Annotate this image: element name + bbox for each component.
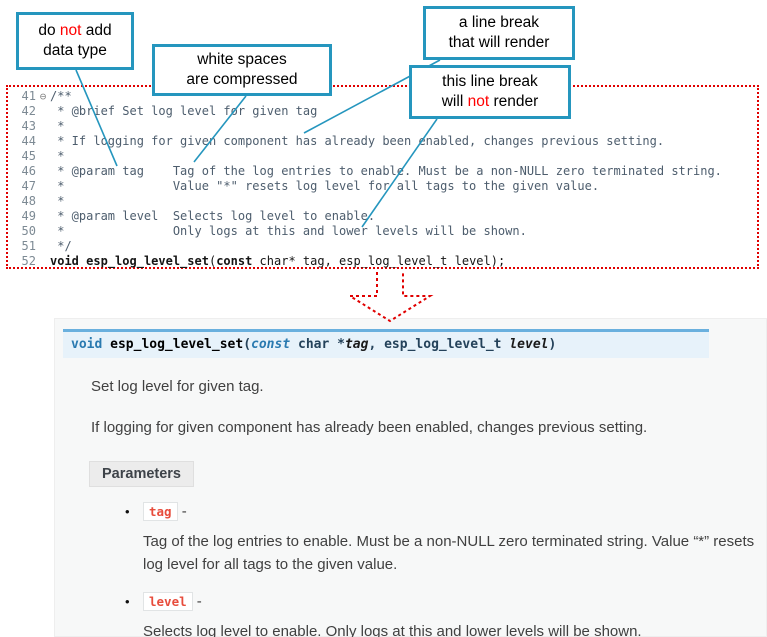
parameter-list: • tag - Tag of the log entries to enable… xyxy=(125,502,766,637)
sig-param-name: tag xyxy=(344,337,369,352)
line-number: 44 xyxy=(21,134,36,148)
code-text: * xyxy=(50,149,65,163)
parameters-label: Parameters xyxy=(89,461,194,487)
line-number: 47 xyxy=(21,179,36,193)
param-name-chip: tag xyxy=(143,502,178,521)
code-line: 51 */ xyxy=(10,239,757,254)
param-description: Selects log level to enable. Only logs a… xyxy=(143,622,642,637)
line-number: 50 xyxy=(21,224,36,238)
code-line: 43 * xyxy=(10,119,757,134)
keyword-void: void xyxy=(50,254,79,268)
code-text: * @brief Set log level for given tag xyxy=(50,104,318,118)
callout-no-datatype: do not add data type xyxy=(16,12,134,70)
param-name-chip: level xyxy=(143,591,193,611)
code-text: * @param tag Tag of the log entries to e… xyxy=(50,164,722,178)
rendered-doc-panel: void esp_log_level_set(const char *tag, … xyxy=(54,318,767,637)
sig-function-name: esp_log_level_set xyxy=(110,337,244,352)
code-line-function-declaration: 52 void esp_log_level_set(const char* tag… xyxy=(10,254,757,269)
code-text: * Only logs at this and lower levels wil… xyxy=(50,224,527,238)
line-number: 45 xyxy=(21,149,36,163)
callout-line: white spaces xyxy=(197,50,287,68)
callout-linebreak-renders: a line break that will render xyxy=(423,6,575,60)
line-number: 49 xyxy=(21,209,36,223)
code-text: * Value "*" resets log level for all tag… xyxy=(50,179,600,193)
callout-line: are compressed xyxy=(186,71,298,88)
callout-whitespace-compressed: white spaces are compressed xyxy=(152,44,332,96)
sig-const-keyword: const xyxy=(251,337,291,352)
code-line: 50 * Only logs at this and lower levels … xyxy=(10,224,757,239)
callout-line: do not add xyxy=(38,21,112,39)
line-number: 51 xyxy=(21,239,36,253)
fold-marker-icon[interactable]: ⊖ xyxy=(39,90,47,103)
sig-param-type: char * xyxy=(298,337,345,352)
code-text: * xyxy=(50,119,65,133)
sig-return-type: void xyxy=(71,337,103,352)
line-number: 43 xyxy=(21,119,36,133)
bullet-icon: • xyxy=(125,593,130,609)
sig-param-name: level xyxy=(509,337,549,352)
emphasis-not: not xyxy=(59,21,82,39)
function-name: esp_log_level_set xyxy=(86,254,209,268)
param-description: Tag of the log entries to enable. Must b… xyxy=(143,533,755,574)
code-line: 42 * @brief Set log level for given tag xyxy=(10,104,757,119)
param-item-tag: • tag - Tag of the log entries to enable… xyxy=(125,502,766,577)
code-text: /** xyxy=(50,89,72,103)
callout-line: will not render xyxy=(441,93,539,110)
code-text: * xyxy=(50,194,65,208)
emphasis-not: not xyxy=(467,93,490,110)
line-number: 46 xyxy=(21,164,36,178)
code-editor-snippet: 41⊖/** 42 * @brief Set log level for giv… xyxy=(6,85,759,269)
code-text: */ xyxy=(50,239,72,253)
code-line: 47 * Value "*" resets log level for all … xyxy=(10,179,757,194)
function-signature: void esp_log_level_set(const char *tag, … xyxy=(63,329,709,358)
keyword-const: const xyxy=(216,254,253,268)
code-text: * If logging for given component has alr… xyxy=(50,134,665,148)
doc-detail-paragraph: If logging for given component has alrea… xyxy=(91,418,648,436)
callout-line: a line break xyxy=(458,13,540,31)
code-text: void esp_log_level_set(const char* tag, … xyxy=(50,254,506,268)
code-line: 49 * @param level Selects log level to e… xyxy=(10,209,757,224)
code-text: * @param level Selects log level to enab… xyxy=(50,209,376,223)
param-item-level: • level - Selects log level to enable. O… xyxy=(125,591,766,637)
line-number: 41 xyxy=(21,89,36,103)
down-arrow-dotted xyxy=(346,272,434,323)
code-line: 41⊖/** xyxy=(10,89,757,104)
line-number: 52 xyxy=(21,254,36,268)
code-line: 45 * xyxy=(10,149,757,164)
code-line: 48 * xyxy=(10,194,757,209)
callout-line: this line break xyxy=(442,72,538,90)
line-number: 42 xyxy=(21,104,36,118)
doc-brief-paragraph: Set log level for given tag. xyxy=(91,378,264,395)
line-number: 48 xyxy=(21,194,36,208)
callout-line: that will render xyxy=(448,34,550,51)
callout-line: data type xyxy=(43,42,107,59)
code-line: 46 * @param tag Tag of the log entries t… xyxy=(10,164,757,179)
bullet-icon: • xyxy=(125,504,130,519)
callout-linebreak-not-render: this line break will not render xyxy=(409,65,571,119)
sig-param-type: esp_log_level_t xyxy=(384,337,510,352)
code-line: 44 * If logging for given component has … xyxy=(10,134,757,149)
